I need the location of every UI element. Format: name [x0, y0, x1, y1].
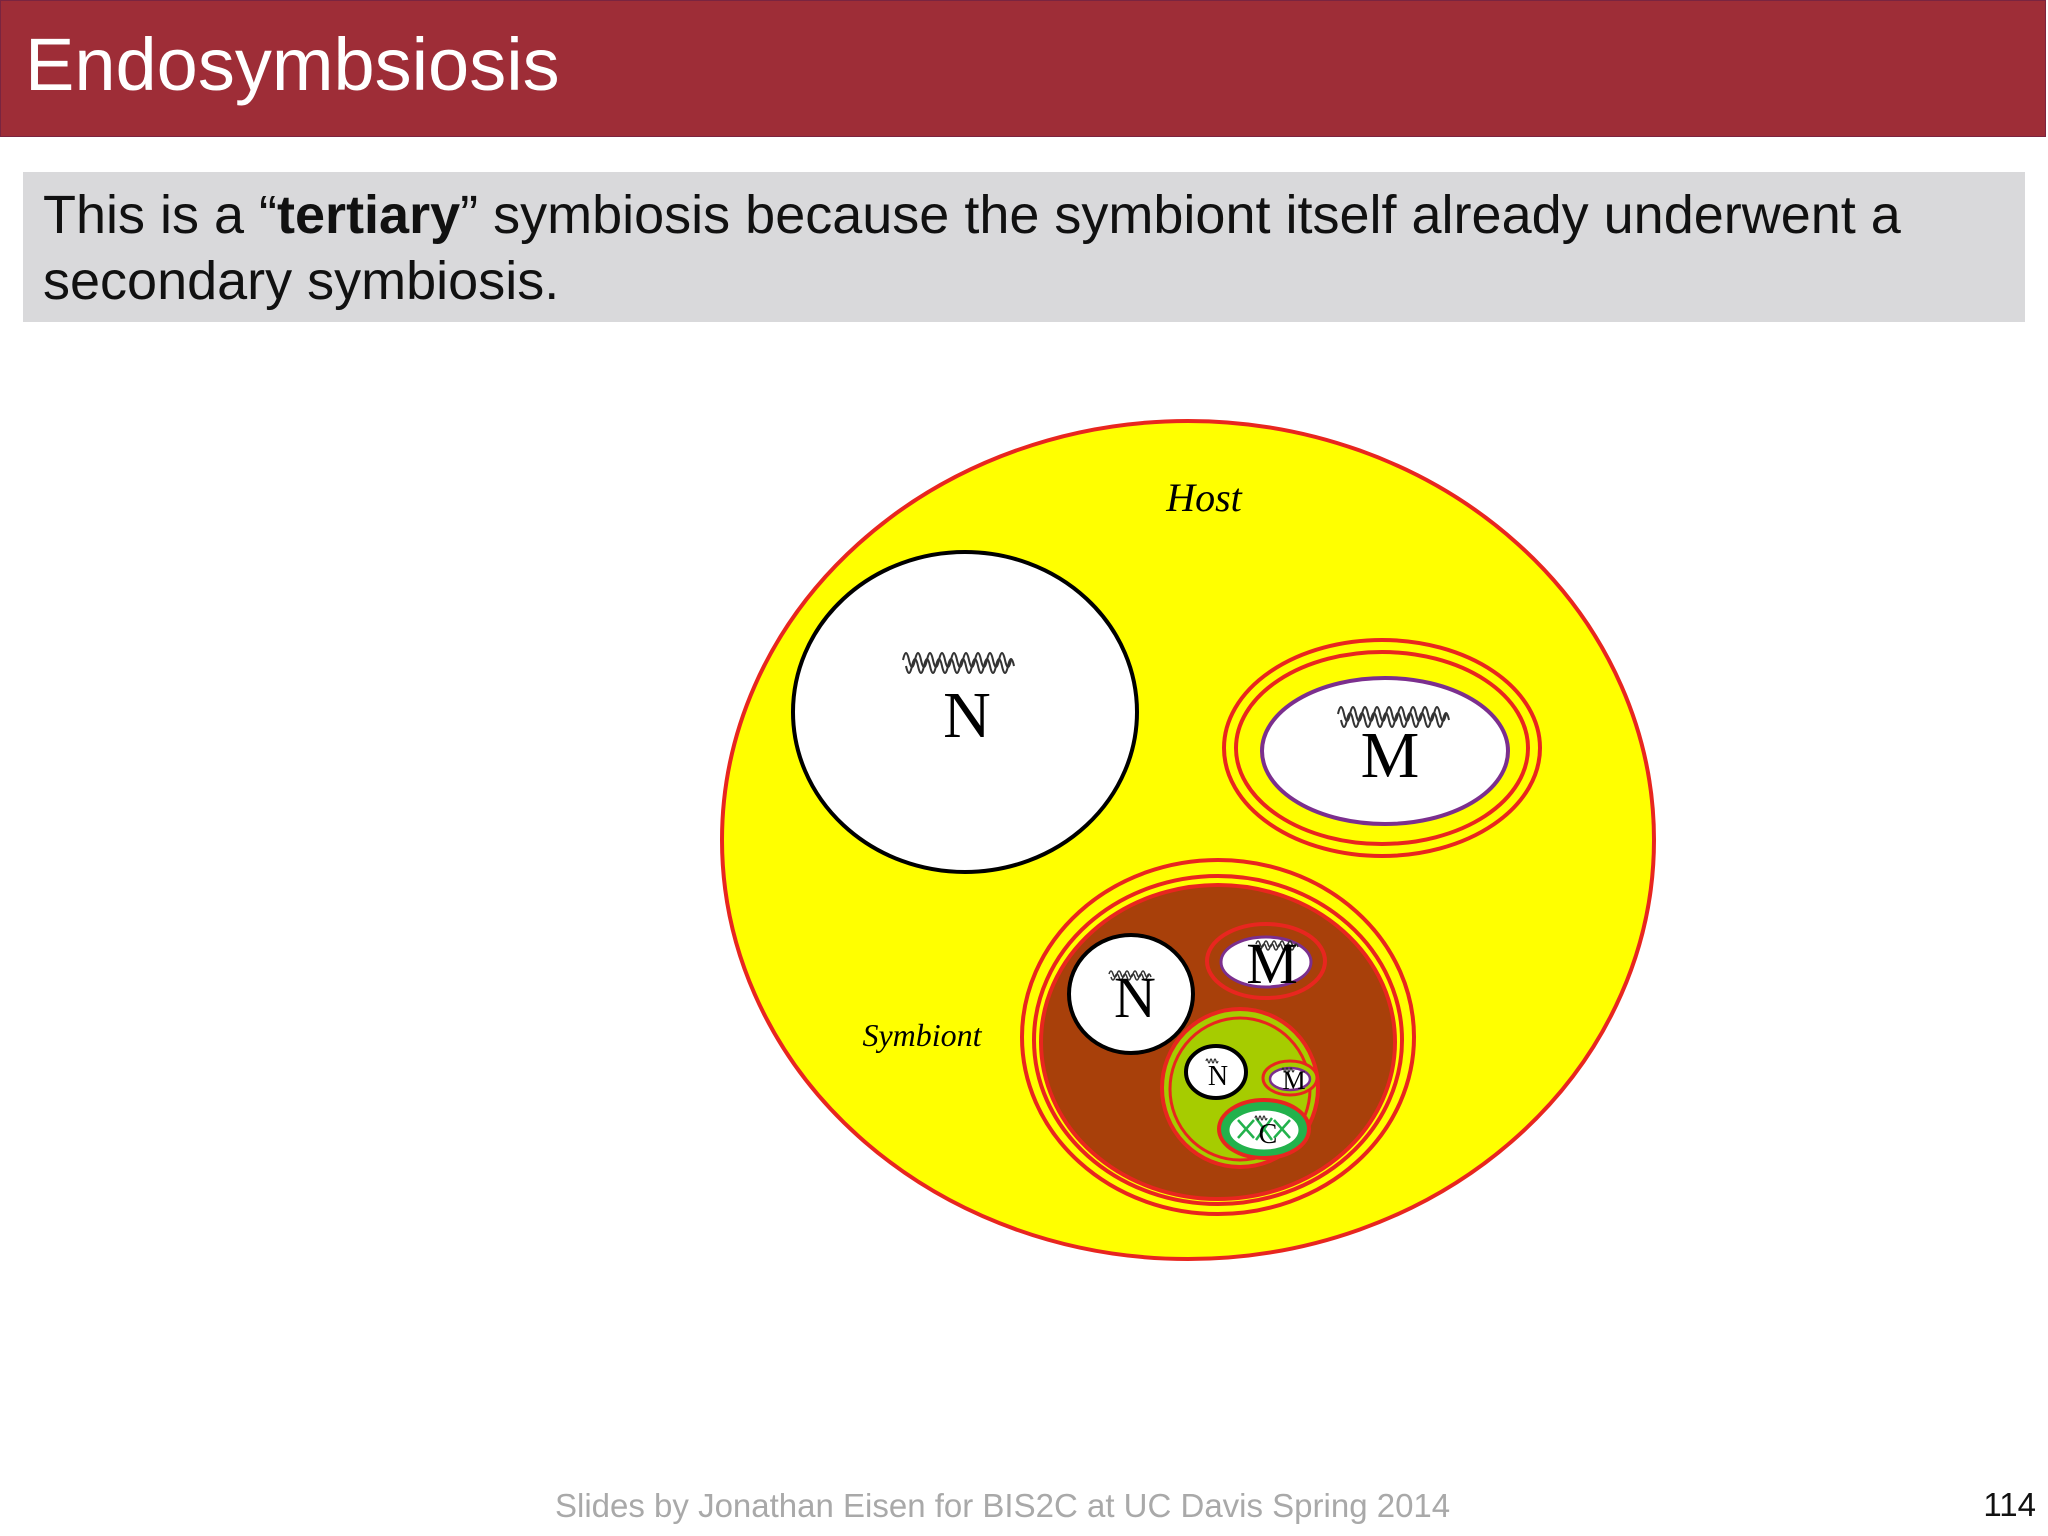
- symbiont-label: Symbiont: [862, 1017, 982, 1053]
- inner-mitochondrion-label: M: [1282, 1066, 1305, 1095]
- footer-credit: Slides by Jonathan Eisen for BIS2C at UC…: [555, 1487, 1450, 1525]
- host-label: Host: [1165, 475, 1242, 520]
- host-nucleus-label: N: [943, 679, 991, 752]
- symbiont-nucleus-label: N: [1114, 965, 1156, 1030]
- chloroplast-label: C: [1259, 1119, 1278, 1150]
- symbiont-mitochondrion-label: M: [1246, 931, 1298, 996]
- host-mitochondrion-label: M: [1361, 719, 1420, 792]
- inner-nucleus-label: N: [1208, 1061, 1228, 1092]
- slide-number: 114: [1983, 1486, 2036, 1524]
